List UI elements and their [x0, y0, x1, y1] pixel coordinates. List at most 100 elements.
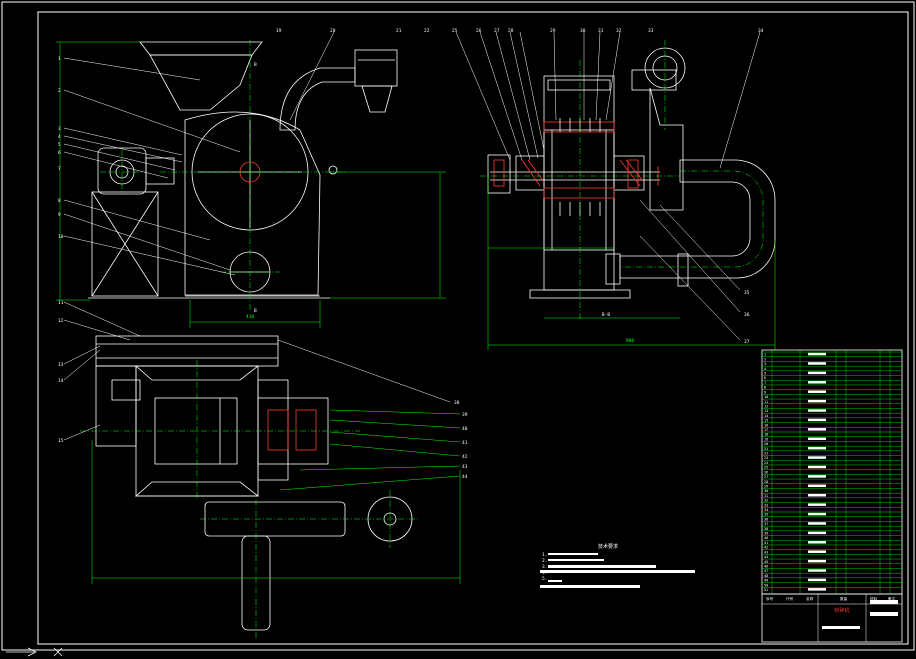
- parts-row-number: 11: [764, 400, 768, 404]
- parts-row-filler: [808, 559, 826, 563]
- parts-row-number: 8: [764, 386, 766, 390]
- svg-text:13: 13: [58, 362, 64, 368]
- parts-row-filler: [808, 484, 826, 488]
- section-mark-top: B: [254, 62, 257, 68]
- front-view-leaders: [63, 31, 335, 276]
- parts-row-filler: [808, 381, 826, 384]
- title-block-footer-label: 备注: [888, 596, 896, 601]
- parts-row-number: 37: [764, 522, 768, 526]
- parts-row-number: 18: [764, 433, 768, 437]
- parts-row-number: 13: [764, 409, 768, 413]
- parts-row-number: 21: [764, 447, 768, 451]
- plan-view-leaders: [63, 301, 451, 441]
- drawing-name: 粉碎机: [834, 607, 849, 614]
- parts-row-number: 17: [764, 428, 768, 432]
- svg-text:1.: 1.: [542, 552, 547, 558]
- svg-text:15: 15: [58, 438, 64, 444]
- parts-row-number: 34: [764, 508, 768, 512]
- parts-row-number: 2: [764, 357, 766, 361]
- side-hammers: [559, 118, 601, 216]
- svg-text:26: 26: [476, 28, 482, 34]
- parts-row-number: 6: [764, 376, 766, 380]
- svg-text:33: 33: [648, 28, 654, 34]
- svg-text:40: 40: [462, 426, 468, 432]
- parts-row-filler: [808, 399, 826, 403]
- parts-row-number: 10: [764, 395, 768, 399]
- side-view-leaders: [455, 31, 761, 341]
- title-block-footer-label: 序号: [766, 596, 774, 601]
- parts-row-number: 23: [764, 456, 768, 460]
- parts-row-number: 19: [764, 437, 768, 441]
- side-view-dimensions: [487, 176, 776, 350]
- svg-text:19: 19: [276, 28, 282, 34]
- parts-row-filler: [808, 465, 826, 469]
- parts-row-number: 48: [764, 574, 768, 578]
- parts-row-number: 51: [764, 588, 768, 592]
- parts-row-number: 40: [764, 536, 768, 540]
- parts-row-filler: [808, 390, 826, 393]
- parts-row-number: 49: [764, 579, 768, 583]
- parts-row-filler: [808, 550, 826, 553]
- notes-title: 技术要求: [598, 543, 618, 550]
- front-view-centerlines: [100, 40, 345, 312]
- parts-row-number: 9: [764, 390, 766, 394]
- item-numbers-top: 19 20 21 22 25 26 27 28 29 30 31 32 33 3…: [276, 28, 764, 34]
- parts-row-filler: [808, 503, 826, 506]
- parts-row-filler: [808, 446, 826, 450]
- parts-row-number: 33: [764, 503, 768, 507]
- parts-row-number: 35: [764, 513, 768, 517]
- svg-text:5.: 5.: [542, 576, 547, 582]
- parts-row-filler: [808, 541, 826, 544]
- svg-text:2.: 2.: [542, 558, 547, 564]
- section-mark-bottom: B: [254, 308, 257, 314]
- front-view-dimensions: [56, 41, 446, 328]
- svg-text:37: 37: [744, 339, 750, 345]
- parts-row-filler: [808, 437, 826, 441]
- parts-row-number: 27: [764, 475, 768, 479]
- parts-row-filler: [808, 352, 826, 356]
- parts-row-filler: [808, 569, 826, 572]
- svg-text:3: 3: [58, 126, 61, 132]
- parts-row-number: 4: [764, 367, 766, 371]
- svg-text:22: 22: [424, 28, 430, 34]
- plan-view-dimensions: [91, 440, 461, 584]
- parts-row-number: 45: [764, 560, 768, 564]
- title-block-footer-label: 名称: [806, 596, 814, 601]
- svg-text:4: 4: [58, 134, 61, 140]
- side-section-view: [487, 47, 776, 299]
- svg-text:12: 12: [58, 318, 64, 324]
- title-block: 粉碎机 序号代号名称数量材料备注: [761, 593, 903, 643]
- svg-text:1: 1: [58, 56, 61, 62]
- parts-row-number: 15: [764, 419, 768, 423]
- title-block-footer-label: 数量: [840, 596, 848, 601]
- parts-row-number: 47: [764, 569, 768, 573]
- parts-row-number: 28: [764, 480, 768, 484]
- parts-row-number: 26: [764, 470, 768, 474]
- parts-row-number: 36: [764, 517, 768, 521]
- parts-row-filler: [808, 588, 826, 591]
- svg-text:14: 14: [58, 378, 64, 384]
- parts-row-filler: [808, 522, 826, 525]
- technical-notes: 技术要求 1. 2. 3. 4. 5.: [540, 543, 695, 588]
- parts-row-number: 32: [764, 499, 768, 503]
- svg-text:7: 7: [58, 166, 61, 172]
- side-section-highlights: [493, 121, 659, 199]
- svg-text:8: 8: [58, 198, 61, 204]
- parts-row-number: 42: [764, 546, 768, 550]
- parts-row-filler: [808, 409, 826, 412]
- svg-text:2: 2: [58, 88, 61, 94]
- parts-row-number: 14: [764, 414, 768, 418]
- parts-list-table: 1234567891011121314151617181920212223242…: [761, 349, 903, 595]
- svg-text:28: 28: [508, 28, 514, 34]
- parts-row-number: 46: [764, 564, 768, 568]
- parts-row-number: 7: [764, 381, 766, 385]
- svg-text:3.: 3.: [542, 564, 547, 570]
- plan-view-green-leaders: [279, 409, 461, 491]
- parts-row-filler: [808, 371, 826, 375]
- sheet-inner-border: [37, 11, 909, 645]
- parts-row-number: 43: [764, 550, 768, 554]
- svg-text:34: 34: [758, 28, 764, 34]
- parts-row-filler: [808, 578, 826, 582]
